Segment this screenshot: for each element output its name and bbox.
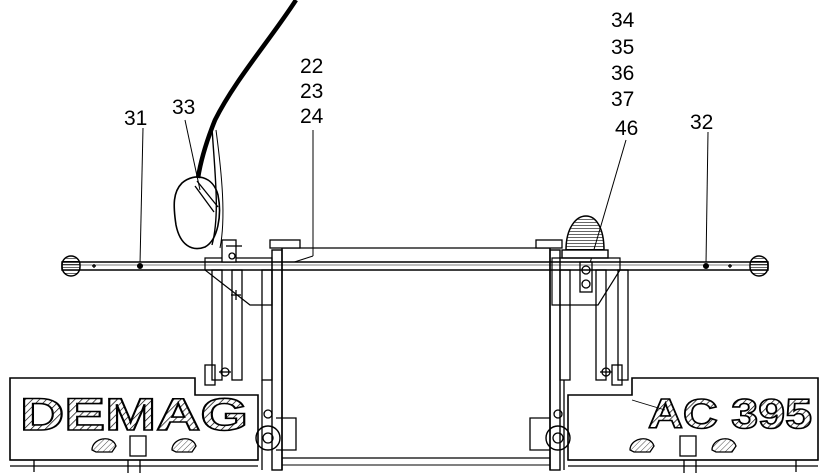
cable [195,0,298,179]
callout-33: 33 [172,96,196,119]
left-beam-lamp [61,255,81,277]
right-beam-lamp [749,255,769,277]
callout-32: 32 [690,111,714,134]
demag-logo: DEMAG [20,389,248,440]
rotating-beacon [561,215,609,259]
top-beam [61,247,769,271]
right-uprights [549,249,629,471]
callout-31: 31 [124,107,148,130]
right-steps [568,435,818,473]
callout-37: 37 [611,88,635,111]
callout-46: 46 [615,117,639,140]
left-rear-panel [9,377,297,470]
left-steps [10,435,258,473]
callout-22: 22 [300,55,324,78]
callout-24: 24 [300,105,324,128]
callout-23: 23 [300,80,324,103]
left-mirror [173,176,221,250]
callout-34: 34 [611,9,635,32]
model-label: AC 395 [648,390,812,437]
callout-36: 36 [611,62,635,85]
right-rear-panel [529,377,819,470]
callout-35: 35 [611,36,635,59]
